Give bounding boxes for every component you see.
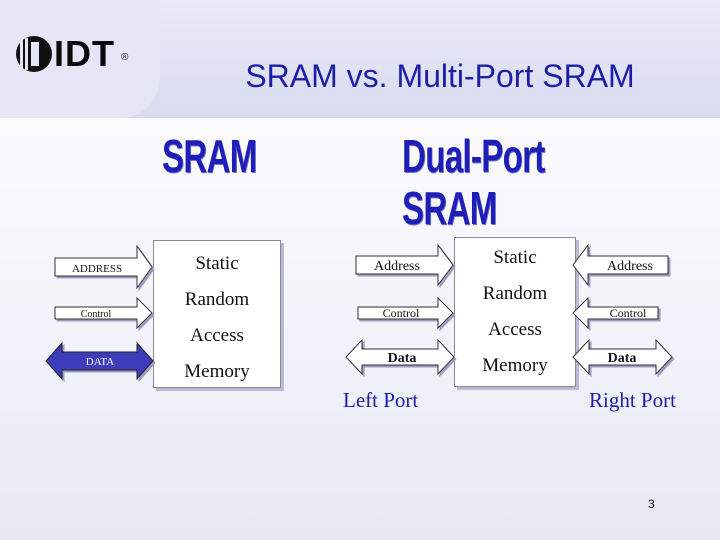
left-port-label: Left Port <box>343 388 419 412</box>
dual-right-data-arrow <box>572 338 673 376</box>
sram-line-static: Static <box>195 253 239 274</box>
dual-left-control-label: Control <box>383 306 420 320</box>
sram-heading: SRAM <box>162 130 257 182</box>
sram-data-label: DATA <box>86 356 115 368</box>
dual-left-address-arrow <box>355 243 454 287</box>
dual-line-static: Static <box>493 247 537 268</box>
page-number: 3 <box>648 497 655 511</box>
dual-left-data-label: Data <box>388 351 417 366</box>
sram-control-arrow <box>54 296 153 330</box>
dual-right-data-label: Data <box>608 351 637 366</box>
dual-right-control-label: Control <box>610 306 647 320</box>
sram-line-memory: Memory <box>184 361 250 382</box>
dual-port-box: Static Random Access Memory <box>454 237 576 387</box>
dual-left-control-arrow <box>357 296 454 330</box>
sram-box: Static Random Access Memory <box>153 240 281 388</box>
logo-text: IDT <box>54 33 115 74</box>
dual-port-heading: Dual-Port SRAM <box>402 130 545 234</box>
slide-title: SRAM vs. Multi-Port SRAM <box>245 58 635 94</box>
dual-line-random: Random <box>482 283 548 304</box>
sram-line-random: Random <box>184 289 250 310</box>
sram-address-label: ADDRESS <box>72 263 122 275</box>
dual-left-address-label: Address <box>374 259 420 274</box>
dual-line-access: Access <box>488 319 542 340</box>
dual-right-address-arrow <box>572 243 669 287</box>
registered-mark: ® <box>121 52 129 63</box>
idt-logo: IDT ® <box>14 34 134 74</box>
dual-left-data-arrow <box>345 338 455 376</box>
sram-control-label: Control <box>81 309 112 320</box>
sram-data-arrow <box>45 341 154 381</box>
dual-right-control-arrow <box>572 296 659 330</box>
dual-right-address-label: Address <box>607 259 653 274</box>
sram-address-arrow <box>54 244 153 290</box>
sram-line-access: Access <box>190 325 244 346</box>
right-port-label: Right Port <box>589 388 676 412</box>
idt-logo-icon <box>16 36 52 72</box>
dual-line-memory: Memory <box>482 355 548 376</box>
